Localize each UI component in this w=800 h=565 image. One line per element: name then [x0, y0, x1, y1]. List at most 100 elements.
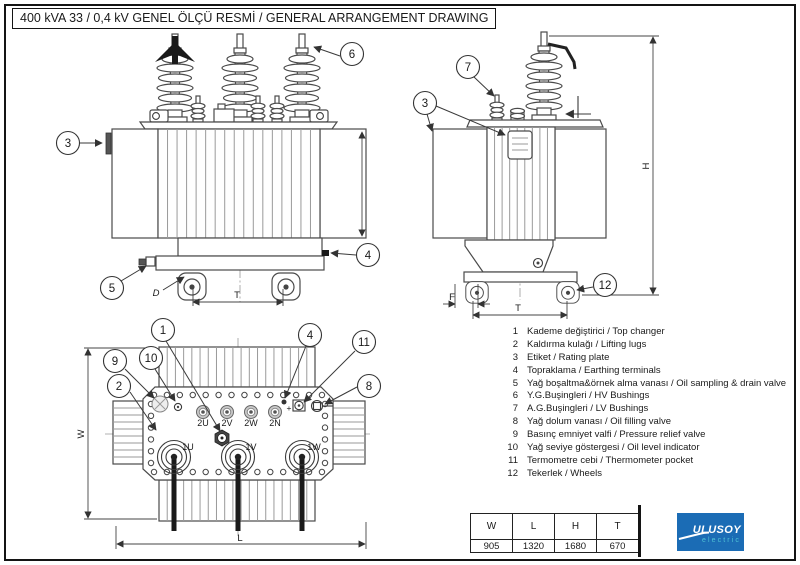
svg-text:6: 6 — [349, 49, 355, 61]
parts-list-row: 3 Etiket / Rating plate — [502, 352, 792, 365]
side-dim-H: H — [641, 162, 652, 169]
part-label: Basınç emniyet valfi / Pressure relief v… — [527, 429, 706, 441]
drain-valve — [138, 256, 156, 267]
callout-1-top: 1 — [150, 317, 221, 432]
callout-11-top: 11 — [303, 329, 377, 403]
front-view: T D 3 6 4 5 — [55, 33, 381, 306]
front-lifting-lug — [149, 109, 169, 123]
top-fins-west — [112, 400, 144, 465]
side-dim-T: T — [515, 303, 521, 314]
top-fins-north — [158, 346, 316, 388]
side-right-radiator — [554, 128, 607, 239]
plus-mark: + — [287, 403, 292, 413]
part-label: Etiket / Rating plate — [527, 351, 610, 363]
top-fins-east — [332, 400, 366, 465]
side-left-radiator — [432, 128, 488, 239]
top-view: 1U 1V 1W 2U 2V 2W 2N — [76, 317, 382, 549]
callout-5-front: 5 — [99, 265, 147, 301]
hv-label: 1U — [182, 442, 194, 452]
part-number: 1 — [512, 326, 518, 337]
front-dim-T: T — [234, 290, 240, 301]
svg-text:3: 3 — [422, 98, 428, 110]
oil-level-indicator — [173, 402, 183, 412]
callout-12-side: 12 — [576, 272, 618, 298]
dimension-table: W L H T 905 1320 1680 670 — [470, 513, 639, 553]
side-filler-cap — [509, 107, 526, 122]
lv-label: 2N — [269, 418, 281, 428]
dim-value-W: 905 — [470, 539, 513, 553]
title-block-divider — [638, 505, 641, 557]
hv-label: 1V — [245, 442, 256, 452]
parts-list-row: 12 Tekerlek / Wheels — [502, 468, 792, 481]
part-number: 11 — [508, 454, 518, 466]
part-label: Yağ boşaltma&örnek alma vanası / Oil sam… — [527, 377, 787, 389]
dimension-table-headers: W L H T — [470, 513, 639, 540]
part-label: A.G.Buşingleri / LV Bushings — [527, 403, 649, 415]
svg-text:7: 7 — [465, 62, 471, 74]
svg-text:12: 12 — [599, 280, 612, 292]
front-left-radiator — [111, 128, 159, 239]
callout-4-top: 4 — [283, 322, 323, 399]
part-label: Termometre cebi / Thermometer pocket — [527, 454, 694, 466]
svg-text:9: 9 — [112, 356, 118, 368]
lv-label: 2W — [244, 418, 258, 428]
rating-plate — [507, 130, 533, 160]
parts-list-row: 7 A.G.Buşingleri / LV Bushings — [502, 403, 792, 416]
rating-plate-edge — [105, 132, 112, 155]
part-number: 2 — [512, 338, 518, 350]
front-base-channel — [155, 255, 325, 271]
front-dim-D: D — [153, 288, 160, 299]
side-view: F T H 7 3 12 — [412, 31, 659, 319]
svg-text:10: 10 — [145, 353, 158, 365]
front-fin-bank — [157, 128, 321, 239]
earthing-point — [281, 399, 287, 405]
lv-label: 2U — [197, 418, 209, 428]
parts-list-row: 5 Yağ boşaltma&örnek alma vanası / Oil sa… — [502, 378, 792, 391]
dim-header-H: H — [554, 513, 597, 540]
part-number: 10 — [507, 442, 518, 454]
dim-value-L: 1320 — [512, 539, 555, 553]
part-number: 12 — [507, 467, 518, 479]
front-fins — [167, 129, 311, 238]
front-lifting-lug — [309, 109, 329, 123]
part-number: 9 — [512, 429, 518, 441]
top-dim-W: W — [76, 429, 87, 438]
svg-text:4: 4 — [307, 330, 314, 342]
part-label: Tekerlek / Wheels — [527, 467, 602, 479]
hv-label: 1W — [307, 442, 321, 452]
svg-text:8: 8 — [366, 381, 372, 393]
callout-8-top: 8 — [324, 373, 382, 405]
part-number: 7 — [512, 403, 518, 415]
part-label: Yağ dolum vanası / Oil filling valve — [527, 416, 671, 428]
svg-text:4: 4 — [365, 250, 372, 262]
callout-2-top: 2 — [106, 373, 157, 431]
dim-header-L: L — [512, 513, 555, 540]
part-number: 6 — [512, 390, 518, 402]
part-number: 3 — [512, 351, 518, 363]
logo-swoosh — [678, 531, 710, 540]
svg-text:1: 1 — [160, 325, 166, 337]
parts-list-row: 9 Basınç emniyet valfi / Pressure relief … — [502, 429, 792, 442]
logo-name: ULUSOY — [692, 524, 741, 536]
callout-4-front: 4 — [330, 242, 381, 268]
earthing-terminal — [322, 250, 329, 256]
parts-list-row: 8 Yağ dolum vanası / Oil filling valve — [502, 416, 792, 429]
svg-text:5: 5 — [109, 283, 115, 295]
side-rod-fitting — [565, 96, 591, 119]
dim-header-W: W — [470, 513, 513, 540]
part-number: 4 — [512, 364, 518, 376]
pressure-relief-valve — [151, 395, 169, 413]
tap-changer — [214, 429, 230, 447]
part-number: 5 — [512, 377, 518, 389]
front-right-radiator — [319, 128, 367, 239]
svg-text:11: 11 — [358, 337, 370, 349]
part-number: 8 — [512, 416, 518, 428]
lv-terminals — [196, 405, 282, 419]
front-base-band — [177, 237, 323, 257]
part-label: Topraklama / Earthing terminals — [527, 364, 661, 376]
